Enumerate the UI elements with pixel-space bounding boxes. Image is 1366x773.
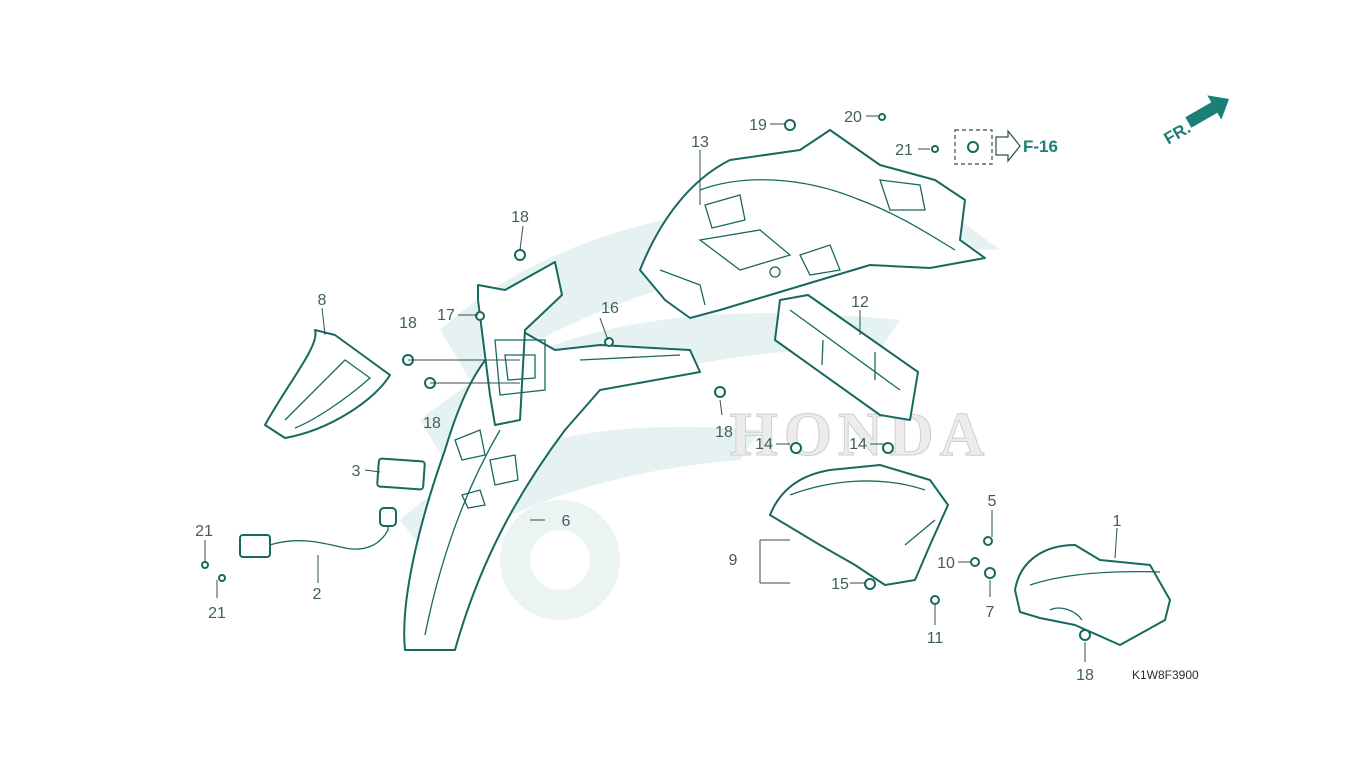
part-9-inner-fender (639, 129, 986, 319)
callout-13: 11 (927, 630, 944, 647)
callout-9: 13 (691, 134, 709, 151)
callout-20a: 20 (844, 109, 862, 126)
callout-12: 10 (937, 555, 955, 572)
callout-2: 2 (313, 586, 322, 603)
reference-box (954, 129, 993, 165)
callouts: 13 12 8 16 17 18 18 18 18 19 20 21 3 6 1… (195, 109, 1121, 684)
callout-14a: 14 (755, 436, 773, 453)
callout-5: 5 (988, 493, 997, 510)
watermark-text: HONDA (730, 401, 991, 469)
reference-arrow-icon (995, 129, 1021, 163)
part-8-cover (264, 329, 391, 439)
callout-21b: 21 (208, 605, 226, 622)
callout-17: 15 (831, 576, 849, 593)
callout-18d: 18 (715, 424, 733, 441)
callout-6: 6 (562, 513, 571, 530)
callout-15: 16 (601, 300, 619, 317)
callout-18e: 19 (749, 117, 767, 134)
callout-18a: 18 (511, 209, 529, 226)
part-6-rear-fender (403, 329, 701, 651)
callout-19: 18 (1076, 667, 1094, 684)
callout-21a: 21 (195, 523, 213, 540)
front-arrow-icon (1185, 95, 1230, 128)
callout-7: 7 (986, 604, 995, 621)
part-3-reflector (376, 457, 426, 491)
callout-18b: 18 (399, 315, 417, 332)
callout-11: 12 (851, 294, 869, 311)
reference-label: F-16 (1023, 137, 1058, 156)
callout-18c: 18 (423, 415, 441, 432)
fasteners (201, 113, 1091, 641)
callout-14b: 14 (849, 436, 867, 453)
callout-20b: 21 (895, 142, 913, 159)
callout-1: 1 (1113, 513, 1122, 530)
part-10-lower-cover (769, 464, 949, 586)
callout-10: 9 (729, 552, 738, 569)
leader-lines (204, 115, 1118, 662)
callout-8: 8 (318, 292, 327, 309)
callout-3: 3 (352, 463, 361, 480)
part-1-guard (1014, 544, 1171, 646)
license-bracket (477, 261, 563, 426)
part-11-splash-plate (774, 294, 919, 421)
part-2-harness (239, 507, 397, 558)
callout-16: 17 (437, 307, 455, 324)
diagram-code: K1W8F3900 (1132, 668, 1199, 682)
